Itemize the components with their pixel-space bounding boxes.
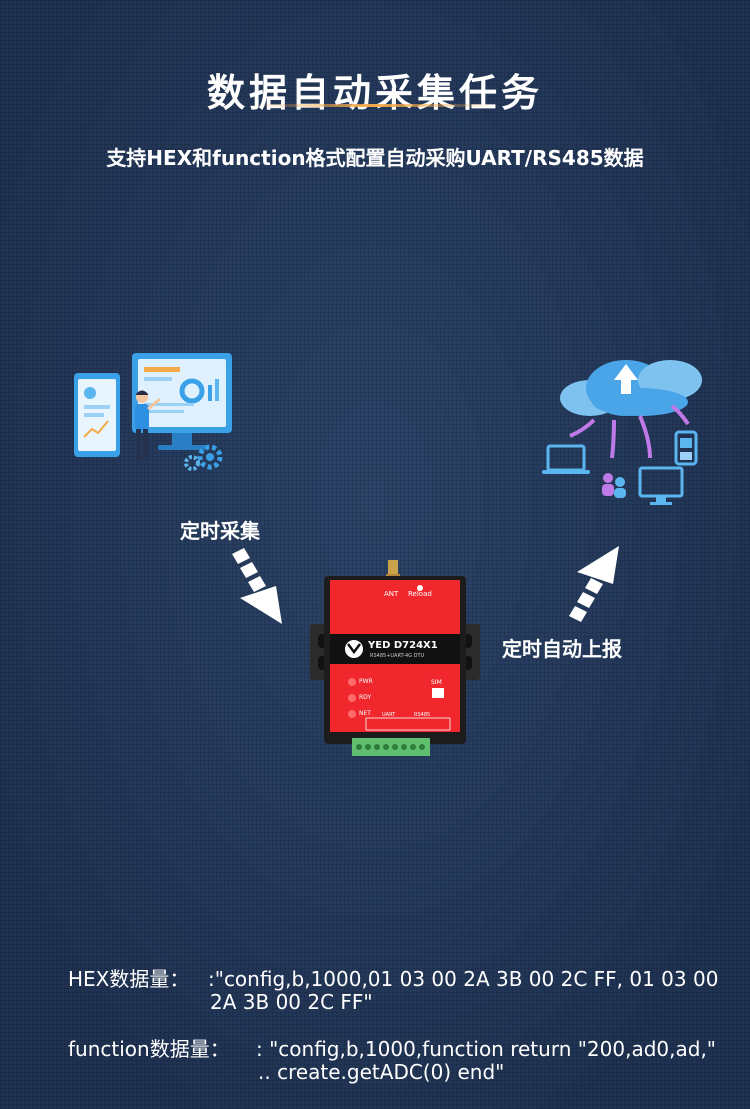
- users-icon: [602, 473, 626, 498]
- hex-label: HEX数据量：: [68, 967, 190, 991]
- sim-label: SIM: [431, 679, 442, 686]
- function-value-line2: .. create.getADC(0) end": [258, 1060, 505, 1084]
- report-label: 定时自动上报: [502, 637, 622, 661]
- function-example: function数据量： : "config,b,1000,function r…: [0, 1038, 750, 1088]
- rs485-label: RS485: [414, 712, 431, 718]
- rdy-led: [348, 694, 356, 702]
- hex-value-line2: 2A 3B 00 2C FF": [210, 990, 373, 1014]
- uart-label: UART: [382, 712, 396, 718]
- hex-value-line1: :"config,b,1000,01 03 00 2A 3B 00 2C FF,…: [208, 967, 719, 991]
- model-name: RS485+UART-4G DTU: [370, 653, 425, 659]
- cloud-report-illustration: [542, 360, 702, 505]
- function-label: function数据量：: [68, 1037, 230, 1061]
- pwr-led: [348, 678, 356, 686]
- rdy-label: RDY: [359, 694, 372, 701]
- dtu-device: ANT Reload YED D724X1 RS485+UART-4G DTU …: [310, 560, 480, 760]
- brand-name: YED D724X1: [368, 640, 438, 651]
- monitor-icon: [638, 466, 684, 505]
- net-label: NET: [359, 710, 371, 717]
- function-value-line1: : "config,b,1000,function return "200,ad…: [256, 1037, 716, 1061]
- download-arrow-icon: [569, 404, 690, 459]
- ant-label: ANT: [384, 590, 399, 598]
- page-subtitle: 支持HEX和function格式配置自动采购UART/RS485数据: [106, 146, 644, 170]
- collect-label: 定时采集: [180, 519, 260, 543]
- laptop-icon: [542, 444, 590, 474]
- page-title: 数据自动采集任务: [206, 71, 543, 115]
- net-led: [348, 710, 356, 718]
- data-collection-illustration: [74, 353, 232, 471]
- hex-example: HEX数据量： :"config,b,1000,01 03 00 2A 3B 0…: [0, 968, 750, 1018]
- sim-slot: [432, 688, 444, 698]
- reload-label: Reload: [408, 590, 432, 598]
- title-underline: [255, 104, 495, 107]
- brand-logo-icon: [345, 640, 363, 658]
- analyst-person-icon: [135, 390, 161, 461]
- terminal-block: [352, 738, 430, 756]
- mobile-phone-icon: [674, 430, 698, 466]
- pwr-label: PWR: [359, 678, 373, 685]
- collect-arrow-icon: [232, 548, 282, 624]
- gear-icon: [184, 444, 223, 471]
- dashboard-screen-icon: [132, 353, 232, 450]
- report-arrow-icon: [569, 546, 619, 622]
- report-tablet-icon: [74, 373, 120, 457]
- cloud-upload-icon: [560, 360, 702, 416]
